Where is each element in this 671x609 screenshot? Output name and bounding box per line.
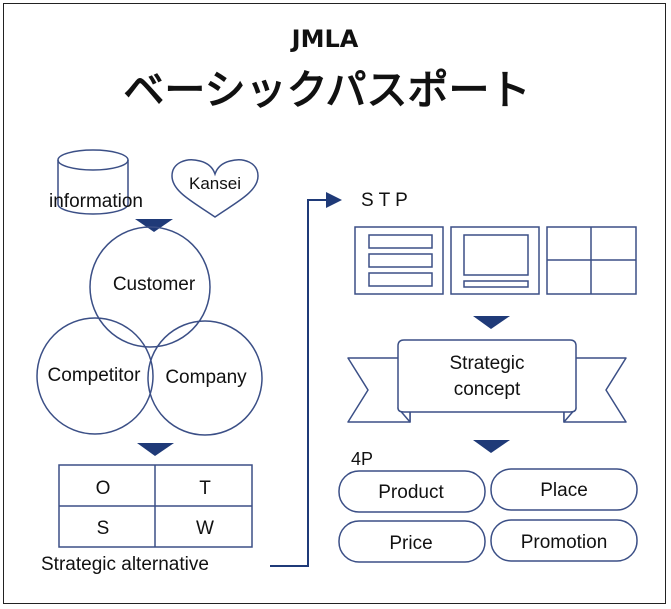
database-icon xyxy=(57,149,129,215)
product-pill xyxy=(338,470,486,513)
arrow-down-icon xyxy=(473,440,510,453)
strategic-concept-line1: Strategic xyxy=(450,353,525,374)
kansei-label: Kansei xyxy=(189,174,241,193)
strategic-concept-banner xyxy=(347,339,627,423)
product-label: Product xyxy=(378,482,444,503)
promotion-label: Promotion xyxy=(521,532,608,553)
arrow-down-icon xyxy=(473,316,510,329)
customer-label: Customer xyxy=(113,274,196,295)
page-title: ベーシックパスポート xyxy=(123,66,530,114)
competitor-label: Competitor xyxy=(48,365,142,386)
promotion-pill xyxy=(490,519,638,562)
heart-icon xyxy=(171,159,259,218)
monitor-icon xyxy=(450,226,540,295)
price-label: Price xyxy=(389,533,432,554)
company-label: Company xyxy=(165,367,247,388)
stp-label: S T P xyxy=(361,190,408,211)
customer-circle xyxy=(89,226,211,348)
arrow-down-icon xyxy=(135,219,173,232)
place-label: Place xyxy=(540,480,588,501)
connector-arrow xyxy=(270,192,342,567)
swot-grid xyxy=(58,464,253,548)
positioning-grid-icon xyxy=(546,226,637,295)
segmentation-list-icon xyxy=(354,226,444,295)
price-pill xyxy=(338,520,486,563)
strategic-alternative-label: Strategic alternative xyxy=(41,554,209,575)
diagram-frame xyxy=(3,3,666,604)
swot-t-label: T xyxy=(199,478,211,499)
swot-o-label: O xyxy=(96,478,111,499)
brand-logo: JMLA xyxy=(290,25,359,53)
fourp-label: 4P xyxy=(351,449,373,469)
information-label: information xyxy=(49,191,143,212)
place-pill xyxy=(490,468,638,511)
competitor-circle xyxy=(36,317,154,435)
strategic-concept-line2: concept xyxy=(454,379,521,400)
arrow-down-icon xyxy=(137,443,174,456)
swot-s-label: S xyxy=(97,518,110,539)
swot-w-label: W xyxy=(196,518,214,539)
company-circle xyxy=(147,320,263,436)
